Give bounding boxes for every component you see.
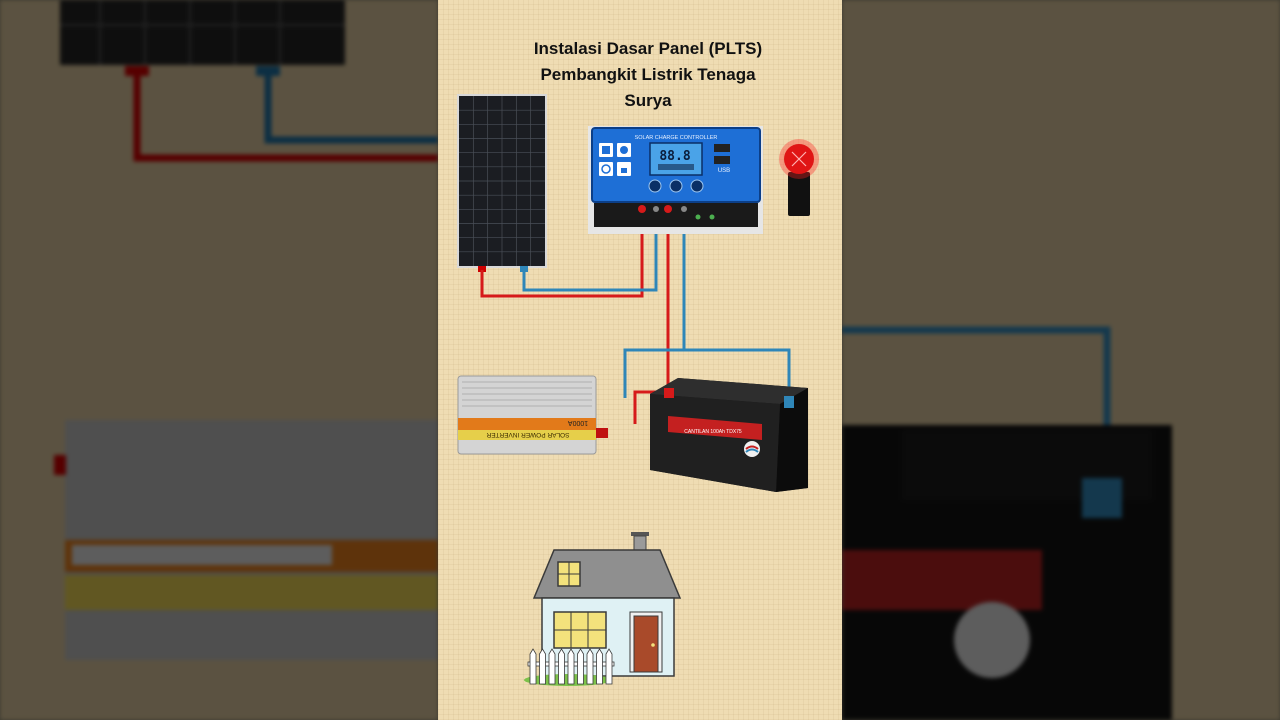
title-line-3: Surya [624, 91, 672, 110]
blurred-right-scene [842, 326, 1172, 720]
panel-positive-wire [480, 214, 644, 298]
fence-picket [605, 648, 613, 685]
inverter-negative-wire [623, 214, 686, 398]
panel-positive-terminal [478, 266, 486, 272]
lock-icon-glyph [621, 168, 627, 173]
picket-fence [527, 648, 615, 685]
controller-header: SOLAR CHARGE CONTROLLER [635, 135, 718, 141]
up-button[interactable] [669, 179, 683, 193]
inverter-fins [462, 381, 592, 407]
house-icon [524, 532, 682, 686]
diagram-panel: Instalasi Dasar Panel (PLTS) Pembangkit … [438, 0, 842, 720]
battery-logo-stripe-red [745, 445, 759, 450]
pv-negative-terminal [653, 206, 659, 212]
inverter-rating: 1000A [568, 419, 589, 426]
battery-negative-terminal [784, 396, 794, 408]
timer-icon-glyph [601, 164, 611, 174]
blurred-background-right [842, 0, 1280, 720]
fence-picket [558, 648, 565, 685]
battery-negative-wire [684, 348, 791, 398]
fence-picket [577, 648, 584, 685]
pv-positive-terminal [638, 205, 646, 213]
fence-picket [586, 648, 594, 685]
battery-label: CANTILAN 100Ah TDX75 [684, 429, 742, 435]
lcd-reading: 88.8 [659, 149, 690, 164]
blurred-left-scene [54, 0, 438, 660]
title-line-2: Pembangkit Listrik Tenaga [540, 65, 756, 84]
timer-icon [599, 162, 613, 176]
down-button[interactable] [690, 179, 704, 193]
battery-label-band [668, 416, 762, 440]
battery-logo-stripe-blue [745, 448, 759, 453]
panel-negative-terminal [520, 266, 528, 272]
usb-port-2 [714, 156, 730, 164]
red-light-icon [779, 139, 819, 216]
panel-mode-icon-glyph [602, 146, 610, 154]
fence-picket [548, 648, 556, 685]
battery-positive-terminal [664, 388, 674, 398]
panel-wires [480, 214, 658, 298]
terminal-block [594, 203, 758, 227]
wiring-diagram: SOLAR CHARGE CONTROLLER 88.8 USB [457, 94, 819, 686]
inverter-yellow-band [458, 430, 596, 440]
fence-picket [596, 648, 603, 685]
usb-label: USB [718, 168, 730, 174]
inverter-input-terminal [596, 428, 608, 438]
car-battery: CANTILAN 100Ah TDX75 [650, 378, 808, 492]
panel-negative-wire [522, 214, 658, 292]
load-led-1 [695, 214, 701, 220]
diagram-title: Instalasi Dasar Panel (PLTS) Pembangkit … [518, 36, 778, 114]
title-line-1: Instalasi Dasar Panel (PLTS) [533, 39, 763, 58]
fence-picket [567, 648, 575, 685]
solar-cell-grid [459, 96, 545, 266]
fence-picket [539, 648, 546, 685]
solar-panel [457, 94, 547, 272]
inverter-orange-band [458, 418, 596, 430]
settings-icon-glyph [620, 146, 628, 154]
load-led-2 [709, 214, 715, 220]
blurred-background-left [0, 0, 438, 720]
lcd-status-bar [658, 164, 694, 170]
solar-charge-controller: SOLAR CHARGE CONTROLLER 88.8 USB [588, 126, 763, 234]
fence-picket [529, 648, 537, 685]
bat-negative-terminal [681, 206, 687, 212]
bat-positive-terminal [664, 205, 672, 213]
usb-port-1 [714, 144, 730, 152]
power-inverter: SOLAR POWER INVERTER 1000A [457, 375, 608, 455]
inverter-label: SOLAR POWER INVERTER [486, 431, 569, 438]
menu-button[interactable] [648, 179, 662, 193]
